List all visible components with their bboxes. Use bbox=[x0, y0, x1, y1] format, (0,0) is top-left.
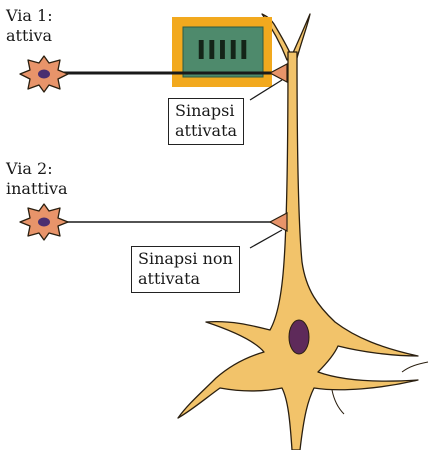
pathway-2-label-line1: Via 2: bbox=[6, 159, 68, 179]
synaptic-terminal-1 bbox=[270, 64, 287, 82]
callout-line-2 bbox=[250, 230, 282, 248]
pathway-1-label-line1: Via 1: bbox=[6, 6, 53, 26]
pathway-1-label: Via 1: attiva bbox=[6, 6, 53, 46]
presynaptic-nucleus-1 bbox=[38, 70, 50, 79]
pathway-2-label-line2: inattiva bbox=[6, 179, 68, 199]
presynaptic-nucleus-2 bbox=[38, 218, 50, 227]
synaptic-terminal-2 bbox=[270, 213, 287, 231]
pathway-2-label: Via 2: inattiva bbox=[6, 159, 68, 199]
pathway-2 bbox=[20, 204, 287, 248]
synapse-2-callout: Sinapsi non attivata bbox=[131, 246, 240, 293]
synapse-1-callout-line1: Sinapsi bbox=[175, 101, 237, 121]
synapse-1-callout: Sinapsi attivata bbox=[168, 98, 244, 145]
soma-nucleus bbox=[289, 320, 309, 354]
stimulus-glyph: IIIII bbox=[196, 36, 249, 66]
synapse-1-callout-line2: attivata bbox=[175, 121, 237, 141]
synapse-2-callout-line1: Sinapsi non bbox=[138, 249, 233, 269]
pathway-1-label-line2: attiva bbox=[6, 26, 53, 46]
synapse-2-callout-line2: attivata bbox=[138, 269, 233, 289]
